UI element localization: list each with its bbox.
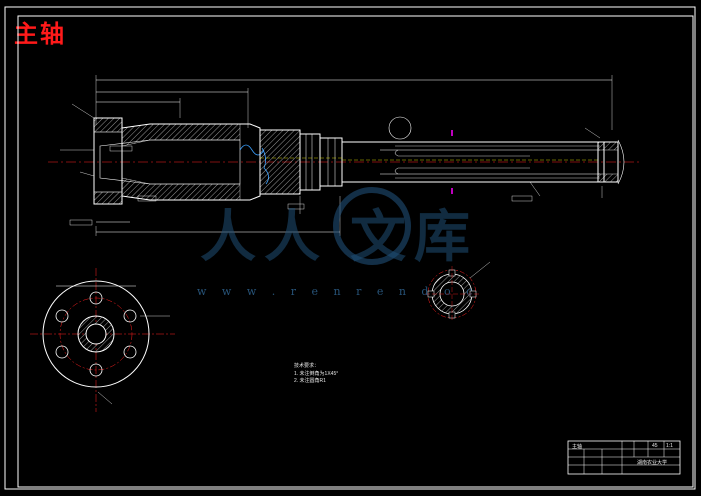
bearing-journal [259,129,301,195]
spline-section-view [425,261,491,322]
inner-frame [17,15,694,488]
title-block-name: 主轴 [572,444,583,450]
flange-end-view [30,268,175,412]
requirements-heading: 技术要求： [294,363,320,369]
title-block-scale: 1:1 [666,443,673,449]
detail-circle [388,116,412,140]
splined-shaft [341,141,605,183]
requirement-item: 1. 未注倒角为1X45° [294,371,339,377]
requirement-item: 2. 未注圆角R1 [294,378,326,384]
watermark-logo [333,187,411,265]
page-title: 主轴 [14,19,66,48]
title-block-material: 45 [652,443,658,449]
watermark-url: w w w . r e n r e n d o c [197,285,479,298]
main-shaft-view [48,75,640,236]
outer-frame [4,6,696,490]
watermark-logo-left: 人人 [200,205,328,270]
title-block-school: 湖南农业大学 [637,460,668,466]
title-block [567,440,681,475]
watermark-logo-right: 文库 [350,205,478,270]
